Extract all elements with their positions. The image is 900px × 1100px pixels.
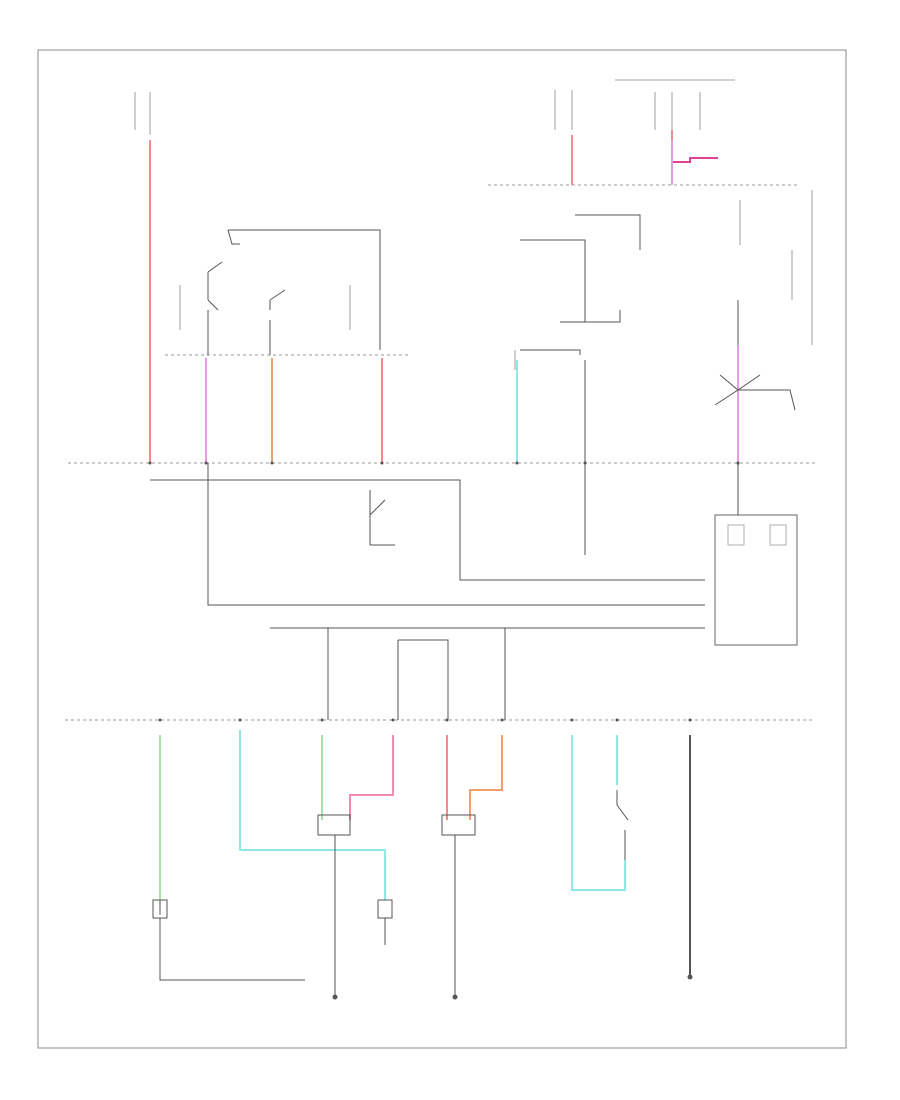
wire-cyan-lower-left bbox=[239, 730, 386, 900]
headlamp-switch bbox=[179, 229, 381, 355]
middle-wiring bbox=[150, 463, 705, 720]
body-control-module bbox=[714, 514, 798, 646]
wire-pink-lower bbox=[349, 735, 394, 820]
fuse-feed-right bbox=[554, 79, 735, 185]
ground-symbols bbox=[332, 974, 693, 1000]
bus-connectors bbox=[148, 461, 740, 722]
turn-signal-area bbox=[514, 190, 813, 555]
wire-cyan-lower-right bbox=[571, 735, 626, 891]
lower-components bbox=[152, 735, 691, 995]
flasher-area bbox=[714, 345, 796, 515]
diagram-frame bbox=[37, 49, 847, 1049]
fuse-feed-left bbox=[134, 92, 151, 463]
wire-orange-lower bbox=[469, 735, 503, 820]
